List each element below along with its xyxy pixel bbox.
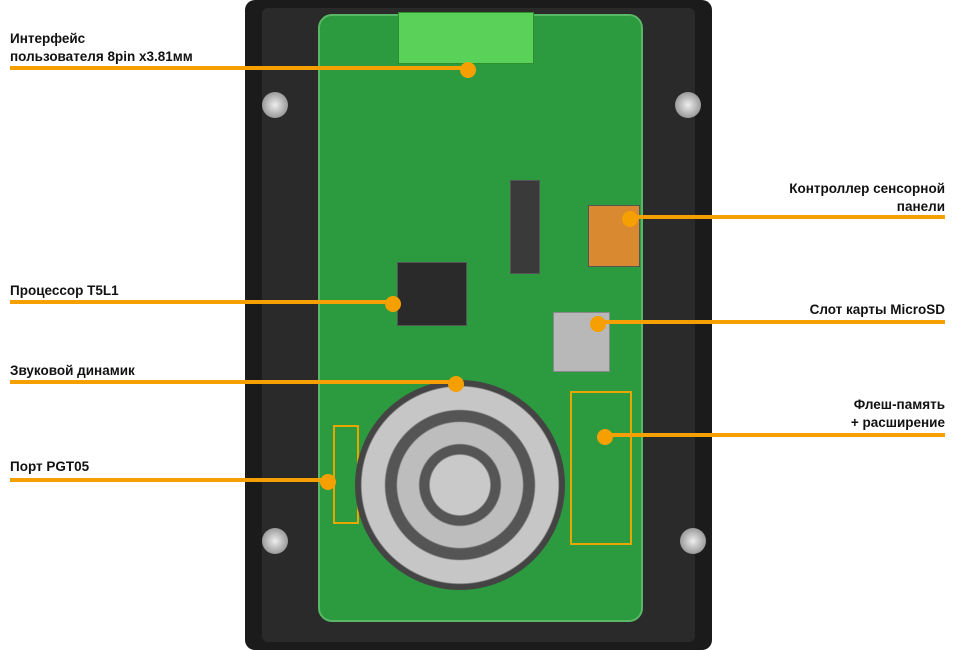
- terminal-block-8pin: [398, 12, 534, 64]
- fpc-connector: [510, 180, 540, 274]
- speaker: [355, 380, 565, 590]
- flash-area-highlight: [570, 391, 632, 545]
- screw: [675, 92, 701, 118]
- callout-dot: [320, 474, 336, 490]
- callout-dot: [448, 376, 464, 392]
- callout-dot: [622, 211, 638, 227]
- t5l1-processor-chip: [397, 262, 467, 326]
- callout-dot: [597, 429, 613, 445]
- callout-dot: [590, 316, 606, 332]
- screw: [262, 92, 288, 118]
- callout-line: [10, 300, 393, 304]
- callout-dot: [385, 296, 401, 312]
- screw: [262, 528, 288, 554]
- callout-line: [10, 66, 468, 70]
- label-touch-controller: Контроллер сенсорной панели: [789, 181, 945, 214]
- callout-line: [10, 478, 328, 482]
- label-pgt-port: Порт PGT05: [10, 459, 90, 474]
- label-ui-interface: Интерфейс пользователя 8pin x3.81мм: [10, 31, 193, 64]
- label-processor: Процессор T5L1: [10, 283, 119, 298]
- screw: [680, 528, 706, 554]
- callout-line: [10, 380, 456, 384]
- label-flash: Флеш-память + расширение: [850, 397, 945, 430]
- label-microsd: Слот карты MicroSD: [809, 302, 945, 317]
- callout-line: [605, 433, 945, 437]
- callout-line: [598, 320, 945, 324]
- callout-line: [630, 215, 945, 219]
- callout-dot: [460, 62, 476, 78]
- label-speaker: Звуковой динамик: [10, 363, 135, 378]
